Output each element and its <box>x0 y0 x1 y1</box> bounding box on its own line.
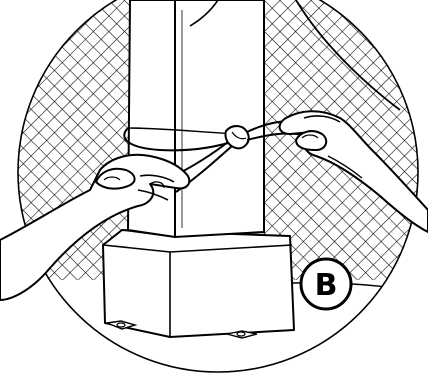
step-label: B <box>315 268 338 303</box>
step-badge: B <box>301 259 351 309</box>
right-thumb <box>296 131 326 150</box>
post-right-face <box>175 0 264 237</box>
